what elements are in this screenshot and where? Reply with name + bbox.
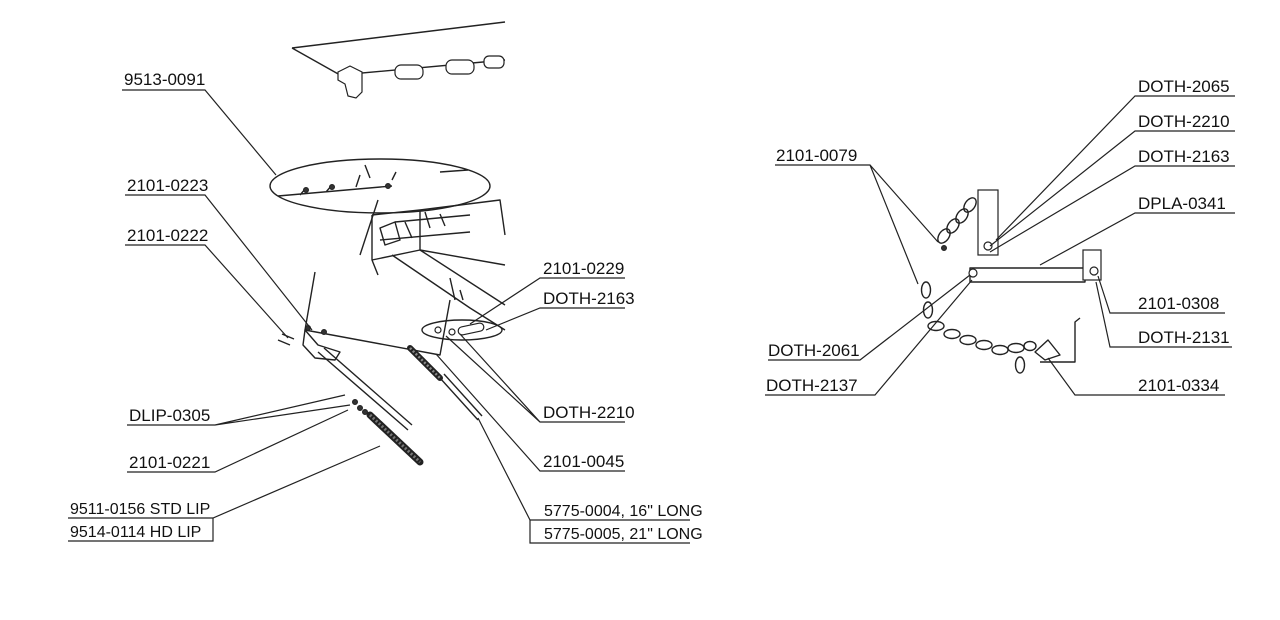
label-rod-21: 5775-0005, 21" LONG xyxy=(544,526,703,543)
label-dpla-0341: DPLA-0341 xyxy=(1138,194,1226,213)
right-labels: DOTH-2065 DOTH-2210 DOTH-2163 2101-0079 … xyxy=(766,77,1230,395)
label-2101-0229: 2101-0229 xyxy=(543,259,624,278)
label-doth-2210-left: DOTH-2210 xyxy=(543,403,635,422)
left-assembly-drawing xyxy=(269,21,506,466)
label-2101-0222: 2101-0222 xyxy=(127,226,208,245)
label-doth-2065: DOTH-2065 xyxy=(1138,77,1230,96)
label-2101-0221: 2101-0221 xyxy=(129,453,210,472)
label-hd-lip: 9514-0114 HD LIP xyxy=(70,524,201,541)
label-2101-0045: 2101-0045 xyxy=(543,452,624,471)
label-2101-0079: 2101-0079 xyxy=(776,146,857,165)
label-doth-2137: DOTH-2137 xyxy=(766,376,858,395)
label-doth-2163-right: DOTH-2163 xyxy=(1138,147,1230,166)
right-leader-lines xyxy=(765,95,1235,396)
left-leader-lines xyxy=(68,89,690,544)
label-rod-16: 5775-0004, 16" LONG xyxy=(544,503,703,520)
label-doth-2131: DOTH-2131 xyxy=(1138,328,1230,347)
left-labels: 9513-0091 2101-0223 2101-0222 2101-0229 … xyxy=(70,70,703,543)
label-dlip-0305: DLIP-0305 xyxy=(129,406,210,425)
label-2101-0334: 2101-0334 xyxy=(1138,376,1219,395)
label-doth-2163-left: DOTH-2163 xyxy=(543,289,635,308)
label-doth-2061: DOTH-2061 xyxy=(768,341,860,360)
right-assembly-drawing xyxy=(920,189,1102,374)
label-2101-0223: 2101-0223 xyxy=(127,176,208,195)
label-std-lip: 9511-0156 STD LIP xyxy=(70,501,210,518)
label-doth-2210-right: DOTH-2210 xyxy=(1138,112,1230,131)
label-9513-0091: 9513-0091 xyxy=(124,70,205,89)
label-2101-0308: 2101-0308 xyxy=(1138,294,1219,313)
